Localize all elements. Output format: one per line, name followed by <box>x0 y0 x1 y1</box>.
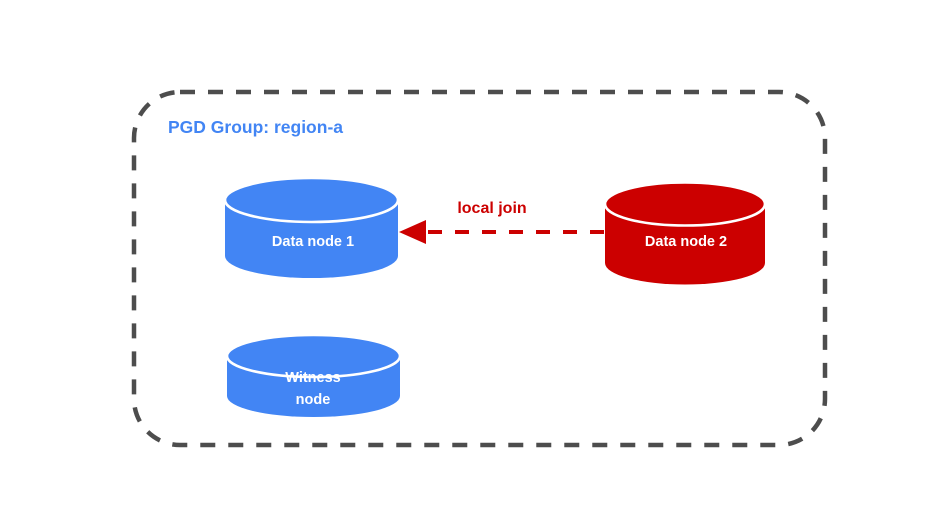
data-node-2-body <box>605 204 765 285</box>
local-join-label: local join <box>457 200 526 217</box>
witness-node-label-line2: node <box>296 392 331 408</box>
edge-local-join[interactable]: local join <box>399 200 604 244</box>
local-join-arrowhead-icon <box>399 220 426 244</box>
data-node-1-top <box>223 176 400 224</box>
node-data-node-1[interactable]: Data node 1 <box>223 176 400 278</box>
witness-node-top <box>225 333 402 379</box>
pgd-group-title: PGD Group: region-a <box>168 117 343 137</box>
data-node-2-label: Data node 2 <box>645 234 727 250</box>
node-witness-node[interactable]: Witness node <box>225 333 402 417</box>
node-data-node-2[interactable]: Data node 2 <box>603 181 767 285</box>
data-node-1-label: Data node 1 <box>272 234 354 250</box>
data-node-2-top <box>603 181 767 227</box>
witness-node-label-line1: Witness <box>285 370 340 386</box>
pgd-group-container[interactable] <box>131 89 828 448</box>
